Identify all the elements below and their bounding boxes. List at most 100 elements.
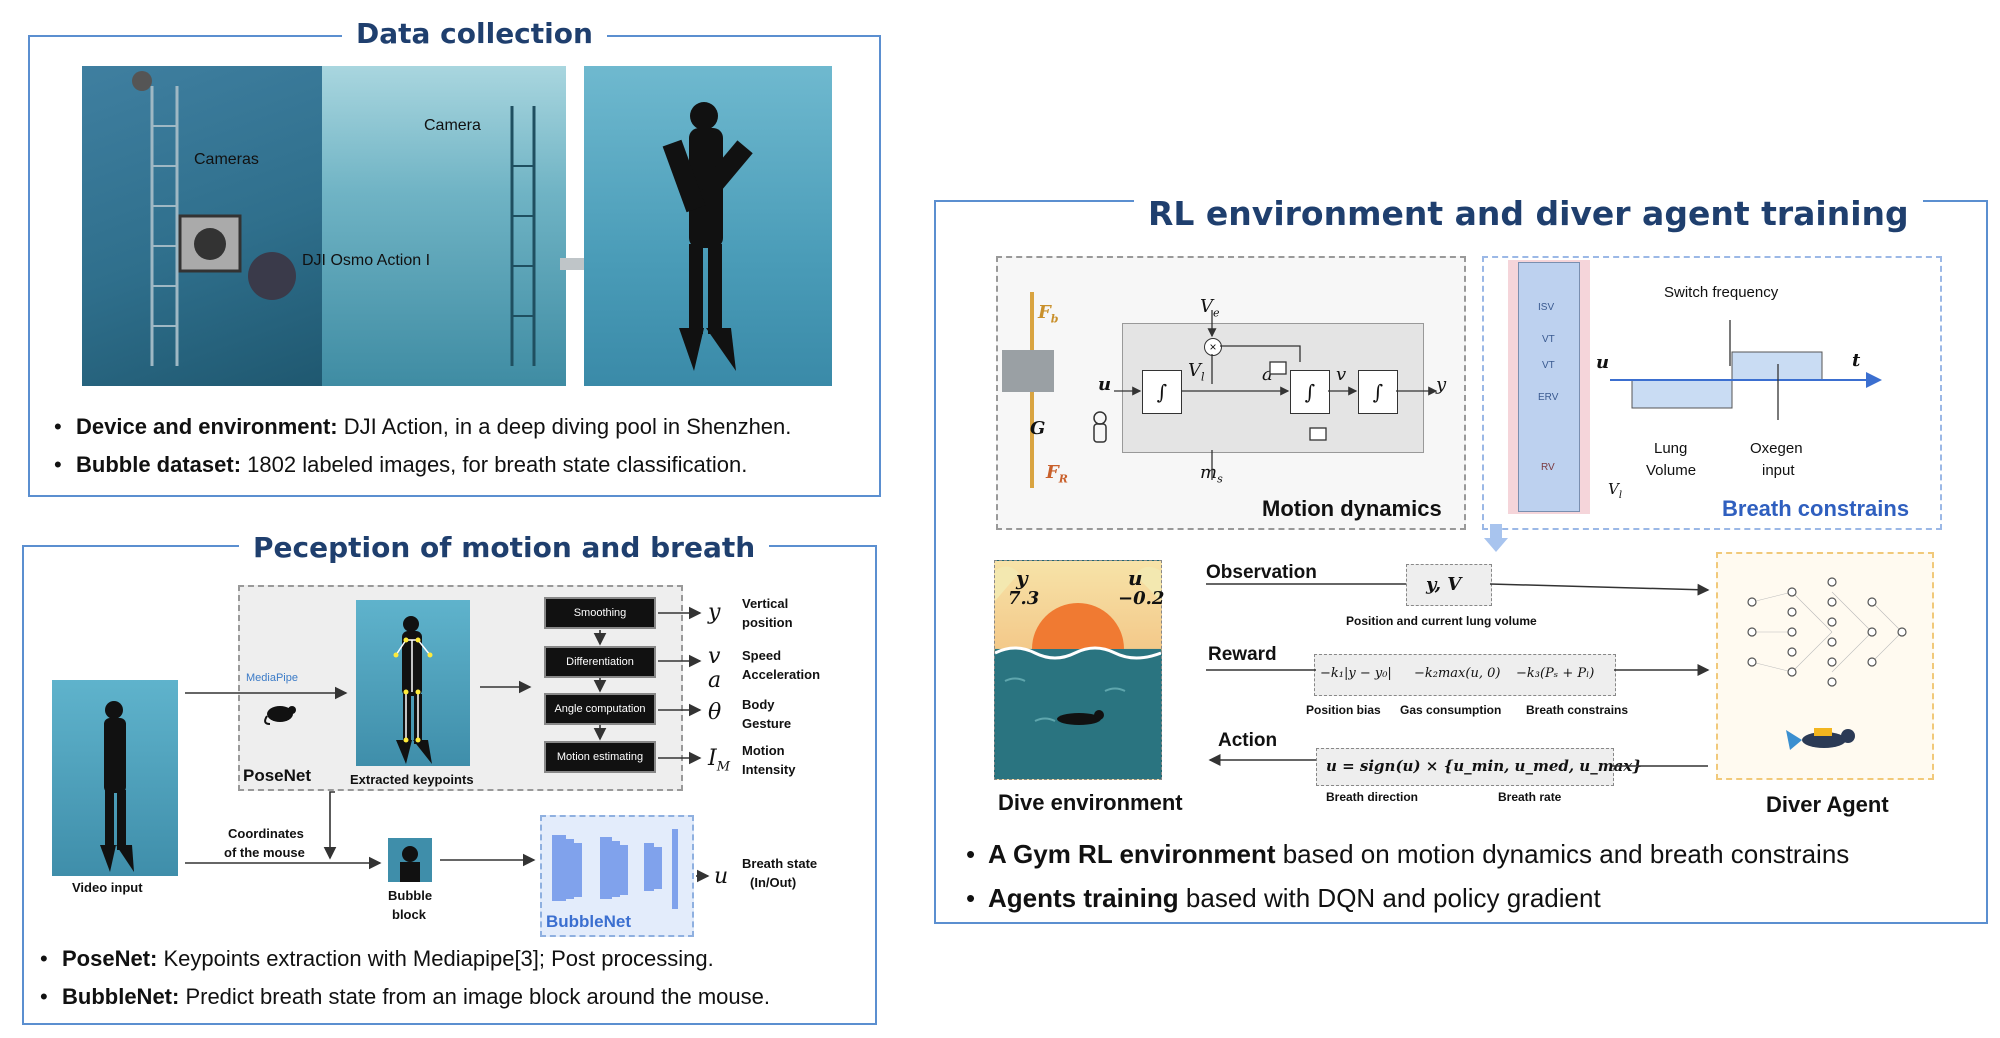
- smoothing-block: Smoothing: [544, 597, 656, 629]
- output-im-symbol: IM: [708, 746, 731, 775]
- obs-formula-box: [1406, 564, 1492, 606]
- reward-term-1: −k₁|y − y₀|: [1320, 666, 1392, 681]
- posenet-label: PoseNet: [243, 766, 312, 785]
- output-y-label1: Vertical: [742, 596, 789, 611]
- angle-computation-block: Angle computation: [544, 693, 656, 725]
- video-input-photo: [52, 680, 178, 876]
- bubble-block-photo: [388, 838, 432, 882]
- bullet-device: Device and environment: DJI Action, in a…: [50, 408, 791, 446]
- perception-u-symbol: u: [714, 864, 729, 889]
- reward-term-3: −k₃(Pₛ + Pₗ): [1516, 666, 1595, 681]
- perception-arrows: [185, 606, 710, 883]
- breath-state-label1: Breath state: [742, 856, 818, 871]
- action-formula: u = sign(u) × {u_min, u_med, u_max}: [1326, 757, 1642, 775]
- bullet-agents-training: Agents training based with DQN and polic…: [962, 876, 1849, 920]
- dive-u-label: u: [1128, 566, 1143, 590]
- bubblenet-label: BubbleNet: [546, 912, 631, 931]
- y-output-symbol: y: [1436, 374, 1447, 395]
- rl-title: RL environment and diver agent training: [1134, 192, 1923, 236]
- oxygen-label1: Oxegen: [1750, 440, 1803, 457]
- coords-label2: of the mouse: [224, 845, 305, 860]
- motion-dynamics-label: Motion dynamics: [1262, 496, 1442, 521]
- dive-env-caption: Dive environment: [998, 790, 1183, 815]
- action-caption-2: Breath rate: [1498, 790, 1562, 804]
- obs-formula: y, V: [1426, 574, 1462, 595]
- diver-agent-label: Diver Agent: [1766, 792, 1889, 817]
- bullet-bubblenet: BubbleNet: Predict breath state from an …: [36, 978, 770, 1016]
- obs-caption: Position and current lung volume: [1346, 614, 1537, 628]
- u-input-symbol: u: [1098, 374, 1112, 395]
- cameras-label: Cameras: [194, 151, 259, 168]
- pool-photo-water: [322, 66, 566, 386]
- bubblenet-box: [540, 815, 694, 937]
- breath-square-wave: [1610, 320, 1882, 420]
- neural-network-icon: [1747, 577, 1907, 687]
- ve-symbol: Ve: [1200, 296, 1220, 320]
- action-formula-box: [1316, 748, 1614, 786]
- breath-constrains-label: Breath constrains: [1722, 496, 1910, 521]
- motion-estimating-block: Motion estimating: [544, 741, 656, 773]
- breath-state-label2: (In/Out): [750, 875, 797, 890]
- reward-caption-1: Position bias: [1306, 703, 1381, 717]
- lung-vt-2: VT: [1542, 360, 1555, 371]
- bullet-bubble-dataset: Bubble dataset: 1802 labeled images, for…: [50, 446, 791, 484]
- switch-frequency-label: Switch frequency: [1664, 284, 1779, 301]
- lung-rv: RV: [1541, 462, 1555, 473]
- output-a-symbol: a: [708, 668, 722, 693]
- bubble-block-label2: block: [392, 907, 426, 922]
- mouse-icon: [264, 706, 296, 725]
- weight-box: [1002, 350, 1054, 392]
- reward-caption-2: Gas consumption: [1400, 703, 1502, 717]
- a-symbol: a: [1262, 364, 1273, 385]
- integrator-3: ∫: [1358, 370, 1398, 414]
- oxygen-label2: input: [1762, 462, 1795, 479]
- data-collection-title: Data collection: [342, 16, 607, 52]
- breath-t-symbol: t: [1852, 350, 1861, 371]
- camera-label: Camera: [424, 117, 481, 134]
- rl-flow-arrows: [1206, 583, 1710, 767]
- reward-formula-box: [1314, 654, 1616, 696]
- v-symbol: v: [1336, 364, 1347, 385]
- integrator-2: ∫: [1290, 370, 1330, 414]
- perception-bullets: PoseNet: Keypoints extraction with Media…: [36, 940, 770, 1016]
- dive-y-label: y: [1016, 566, 1028, 590]
- reward-term-2: −k₂max(u, 0): [1414, 666, 1501, 681]
- output-y-label2: position: [742, 615, 793, 630]
- breath-box: [1482, 256, 1942, 530]
- output-v-label2: Acceleration: [742, 667, 821, 682]
- lung-erv: ERV: [1538, 392, 1559, 403]
- lung-vt-1: VT: [1542, 334, 1555, 345]
- pool-photo-cameras: [82, 66, 322, 386]
- action-caption-1: Breath direction: [1326, 790, 1419, 804]
- lung-inner: [1518, 262, 1580, 512]
- ms-symbol: ms: [1200, 462, 1223, 486]
- output-theta-symbol: θ: [708, 700, 722, 725]
- dive-y-value: 7.3: [1008, 588, 1040, 609]
- down-arrow: [1484, 524, 1508, 552]
- action-label: Action: [1218, 730, 1278, 751]
- output-v-label1: Speed: [742, 648, 782, 663]
- output-y-symbol: y: [708, 600, 721, 625]
- mediapipe-label: MediaPipe: [246, 672, 298, 684]
- dive-env-image: [994, 560, 1162, 780]
- lung-volume-label2: Volume: [1646, 462, 1697, 479]
- output-v-symbol: v: [708, 644, 721, 669]
- g-symbol: G: [1030, 418, 1046, 439]
- lung-volume-label1: Lung: [1654, 440, 1688, 457]
- dji-label: DJI Osmo Action I: [302, 252, 431, 269]
- output-theta-label1: Body: [742, 697, 775, 712]
- reward-label: Reward: [1208, 644, 1277, 665]
- dive-u-value: −0.2: [1118, 588, 1165, 609]
- output-im-label1: Motion: [742, 743, 785, 758]
- breath-vl-symbol: Vl: [1608, 480, 1623, 501]
- vl-symbol: Vl: [1188, 360, 1205, 384]
- integrator-1: ∫: [1142, 370, 1182, 414]
- coords-label1: Coordinates: [228, 826, 304, 841]
- bullet-gym-env: A Gym RL environment based on motion dyn…: [962, 832, 1849, 876]
- dynamics-wires: [1114, 310, 1438, 480]
- rl-bullets: A Gym RL environment based on motion dyn…: [962, 832, 1849, 920]
- fb-symbol: Fb: [1038, 302, 1059, 326]
- keypoints-photo: [356, 600, 470, 766]
- bullet-posenet: PoseNet: Keypoints extraction with Media…: [36, 940, 770, 978]
- diver-agent-icon: [1786, 728, 1855, 750]
